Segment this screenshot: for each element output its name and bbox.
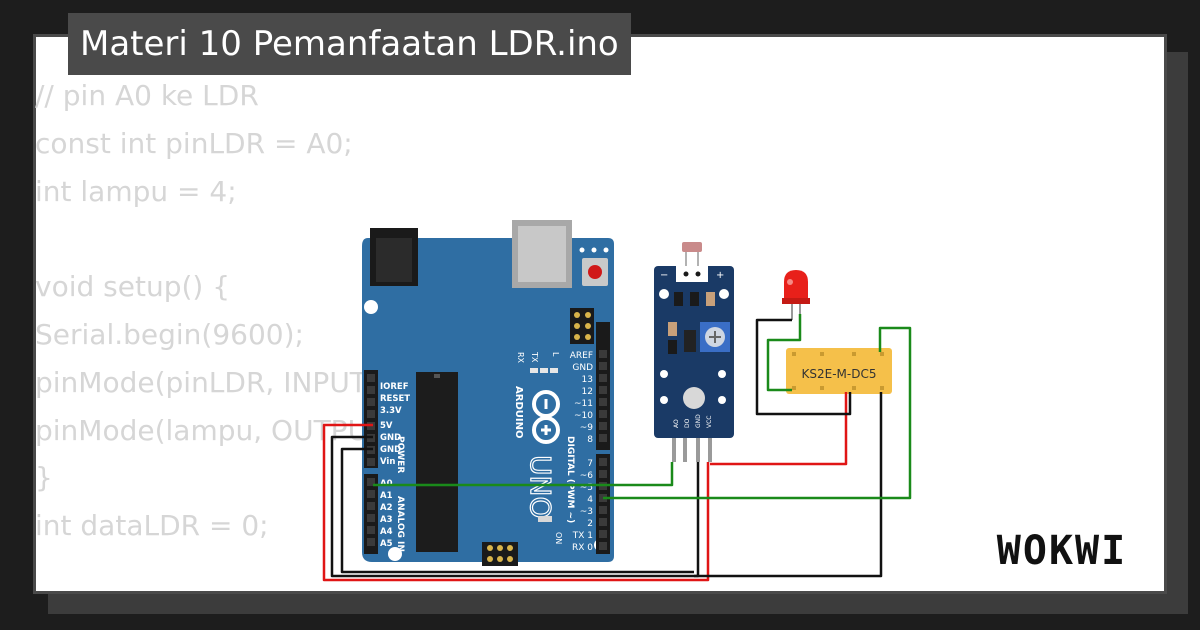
- pin-label: GND: [380, 433, 401, 443]
- pin-label: 3.3V: [380, 406, 402, 416]
- pin-label: A4: [380, 527, 393, 537]
- pin-label: Vin: [380, 457, 395, 467]
- pin-label: A2: [380, 503, 393, 513]
- power-label: POWER: [395, 436, 405, 473]
- mounting-hole: [388, 547, 402, 561]
- code-line: // pin A0 ke LDR: [35, 79, 259, 112]
- tx-label: TX: [530, 351, 539, 363]
- ldr-plus-label: +: [716, 270, 724, 281]
- pin-label: ~6: [580, 471, 594, 481]
- pin-label: 5V: [380, 421, 393, 431]
- pin-label: RESET: [380, 394, 410, 404]
- pin-label: AREF: [570, 351, 593, 361]
- pin-label: ~5: [580, 483, 593, 493]
- pin-label: ~11: [574, 399, 593, 409]
- pin-label: 2: [587, 519, 593, 529]
- pin-label: A3: [380, 515, 393, 525]
- red-led[interactable]: [782, 270, 810, 320]
- arduino-uno-board[interactable]: IOREF RESET 3.3V 5V GND GND Vin A0 A1 A2…: [362, 220, 614, 566]
- digital-header-lower: [596, 454, 610, 554]
- pin-label: ~10: [574, 411, 593, 421]
- rx-led: [540, 368, 548, 373]
- ldr-pin-ao-label: AO: [673, 419, 680, 428]
- rx-label: RX: [516, 352, 525, 364]
- analog-label: ANALOG IN: [395, 496, 405, 552]
- ldr-minus-label: −: [660, 270, 668, 281]
- pin-label: TX 1: [572, 531, 593, 541]
- project-title: Materi 10 Pemanfaatan LDR.ino: [68, 13, 631, 75]
- pin-label: 12: [582, 387, 593, 397]
- reset-button[interactable]: [582, 258, 608, 286]
- power-header: [364, 370, 378, 468]
- code-line: }: [35, 461, 53, 495]
- pin-label: RX 0: [572, 543, 593, 553]
- wire-a0-green[interactable]: [373, 462, 674, 487]
- relay-module[interactable]: KS2E-M-DC5: [786, 348, 892, 394]
- on-label: ON: [554, 532, 563, 544]
- analog-header: [364, 474, 378, 554]
- wire-gnd2-black[interactable]: [340, 447, 694, 574]
- code-line: int dataLDR = 0;: [35, 509, 269, 543]
- pin-label: GND: [380, 445, 401, 455]
- l-label: L: [551, 352, 560, 357]
- ldr-sensor-module[interactable]: − + AO DO GND VCC: [654, 242, 734, 462]
- logo-text: WOKWI: [997, 528, 1127, 574]
- usb-port: [512, 220, 572, 288]
- on-led: [538, 516, 552, 522]
- ldr-pin-do-label: DO: [684, 418, 691, 428]
- ldr-pin-vcc-label: VCC: [706, 416, 713, 428]
- brand-label: ARDUINO: [513, 386, 524, 438]
- pin-label: 13: [582, 375, 593, 385]
- digital-label: DIGITAL (PWM ~): [565, 436, 575, 523]
- wires: [322, 314, 912, 582]
- pin-label: 4: [587, 495, 593, 505]
- ldr-pin-gnd-label: GND: [695, 414, 702, 428]
- code-line: void setup() {: [35, 270, 231, 304]
- atmega-chip: [416, 372, 458, 552]
- pin-label: ~9: [580, 423, 594, 433]
- relay-label: KS2E-M-DC5: [802, 367, 877, 381]
- code-line: const int pinLDR = A0;: [35, 126, 353, 160]
- photoresistor-icon: [682, 242, 702, 252]
- l-led: [550, 368, 558, 373]
- pin-label: A5: [380, 539, 393, 549]
- pin-label: ~3: [580, 507, 593, 517]
- pin-label: IOREF: [380, 382, 409, 392]
- wire-5v-red[interactable]: [322, 423, 710, 582]
- code-line: pinMode(lampu, OUTPUT);: [35, 413, 406, 447]
- wire-led-green[interactable]: [766, 314, 802, 392]
- model-label: UNO: [524, 455, 557, 518]
- pin-label: 8: [587, 435, 593, 445]
- wire-gnd-black[interactable]: [330, 435, 700, 578]
- pin-label: GND: [572, 363, 593, 373]
- arduino-logo-icon: [532, 390, 560, 444]
- mounting-hole: [364, 300, 378, 314]
- wokwi-logo[interactable]: WOKWI: [975, 522, 1150, 574]
- tx-led: [530, 368, 538, 373]
- wire-relay-gnd-black[interactable]: [694, 392, 883, 578]
- pin-label: 7: [587, 459, 593, 469]
- pin-label: A1: [380, 491, 393, 501]
- digital-header-upper: [596, 322, 610, 450]
- wire-led-black[interactable]: [755, 318, 852, 416]
- wire-relay-vcc-red[interactable]: [710, 392, 848, 466]
- code-line: Serial.begin(9600);: [35, 317, 304, 351]
- icsp-header: [570, 308, 594, 344]
- wire-d4-green[interactable]: [603, 326, 912, 500]
- power-jack: [370, 228, 418, 286]
- code-line: int lampu = 4;: [35, 174, 237, 208]
- icsp-header-bottom: [482, 542, 518, 566]
- code-preview: // pin A0 ke LDR const int pinLDR = A0; …: [35, 72, 406, 550]
